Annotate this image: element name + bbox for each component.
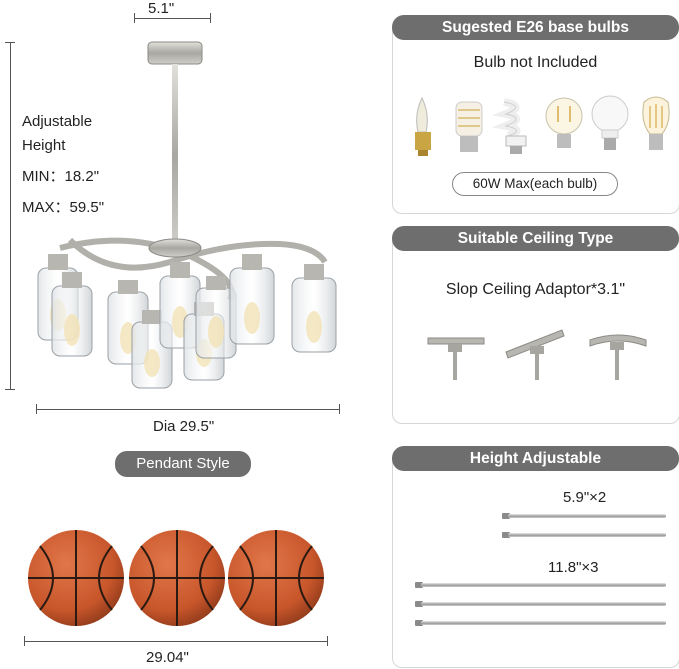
height-panel-title: Height Adjustable (392, 446, 679, 471)
spiral-cfl-bulb-icon (492, 98, 527, 154)
led-a19-bulb-icon (591, 95, 629, 150)
adjustable-label-2: Height (22, 137, 66, 154)
basketball-icon (28, 530, 124, 626)
max-height-label: MAX：59.5" (22, 199, 105, 216)
vaulted-ceiling-icon (589, 334, 647, 380)
basketball-width-label: 29.04" (146, 649, 189, 666)
adjustable-label-1: Adjustable (22, 113, 93, 130)
ceiling-icons-row (427, 329, 647, 380)
short-rods-label: 5.9"×2 (563, 489, 607, 506)
basketball-comparison (28, 530, 324, 626)
edison-st-bulb-icon (642, 96, 670, 150)
long-rods-label: 11.8"×3 (548, 559, 599, 576)
sloped-ceiling-icon (505, 329, 565, 380)
corn-bulb-icon (455, 101, 483, 152)
basketball-icon (228, 530, 324, 626)
diameter-label: Dia 29.5" (153, 418, 215, 435)
canopy-width-label: 5.1" (148, 0, 175, 17)
flat-ceiling-icon (427, 337, 485, 380)
min-height-label: MIN：18.2" (22, 168, 100, 185)
filament-globe-bulb-icon (545, 97, 583, 148)
height-panel (392, 454, 679, 668)
pendant-style-badge: Pendant Style (115, 451, 251, 477)
bulbs-subtitle: Bulb not Included (473, 54, 598, 71)
bulb-icons-row (415, 95, 670, 156)
basketball-icon (129, 530, 225, 626)
candle-bulb-icon (415, 96, 431, 156)
ceiling-panel-title: Suitable Ceiling Type (392, 226, 679, 251)
bulbs-panel-title: Sugested E26 base bulbs (392, 15, 679, 40)
chandelier-illustration (37, 41, 337, 389)
ceiling-panel (392, 234, 679, 424)
ceiling-subtitle: Slop Ceiling Adaptor*3.1" (445, 281, 626, 298)
bulb-wattage-note: 60W Max(each bulb) (452, 172, 618, 196)
